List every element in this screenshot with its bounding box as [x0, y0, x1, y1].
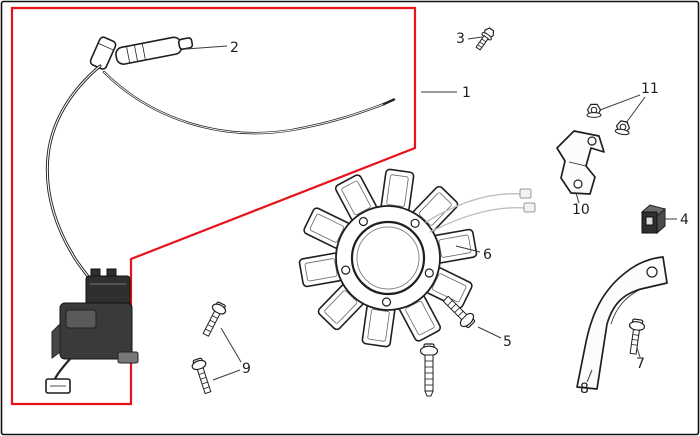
mount-block [640, 204, 667, 235]
callout-8: 8 [580, 381, 589, 397]
ignition-coil [45, 268, 139, 394]
stay-bracket [556, 130, 605, 195]
screw-item-9a [202, 301, 227, 337]
leader-line-11a [599, 94, 641, 111]
stator-wires [425, 188, 536, 233]
hex-bolt-item-7 [628, 318, 646, 355]
leader-lines [185, 36, 677, 383]
spark-plug-wire [45, 64, 102, 284]
callout-6: 6 [483, 247, 492, 263]
flange-bolt-item-5 [442, 295, 476, 329]
flange-nut-b [614, 120, 631, 136]
leader-line-2 [185, 45, 228, 50]
leader-line-10 [575, 192, 580, 204]
callout-10: 10 [572, 202, 590, 218]
leader-line-5 [477, 326, 502, 339]
callout-11: 11 [641, 81, 659, 97]
angle-bracket [576, 256, 668, 390]
callout-labels: 1 2 3 4 5 6 7 8 9 10 11 [230, 31, 689, 397]
high-tension-lead [102, 70, 396, 135]
callout-4: 4 [680, 212, 689, 228]
bolt-item-3 [475, 27, 495, 51]
callout-2: 2 [230, 40, 239, 56]
callout-3: 3 [456, 31, 465, 47]
stator-assembly [298, 168, 478, 348]
leader-line-7 [636, 347, 641, 358]
leader-line-11b [625, 96, 646, 124]
leader-line-9b [212, 369, 241, 381]
leader-line-6 [455, 245, 481, 253]
flange-nut-a [586, 103, 602, 118]
spark-plug-cap [89, 36, 194, 70]
leader-line-3 [467, 36, 483, 40]
leader-line-9a [220, 327, 242, 363]
callout-1: 1 [462, 85, 471, 101]
callout-9: 9 [242, 361, 251, 377]
highlight-region-item-1 [10, 6, 417, 406]
callout-7: 7 [636, 356, 645, 372]
callout-5: 5 [503, 334, 512, 350]
screw-item-9b [191, 357, 212, 395]
leader-line-8 [586, 369, 593, 383]
flange-bolt-lower [419, 343, 439, 397]
